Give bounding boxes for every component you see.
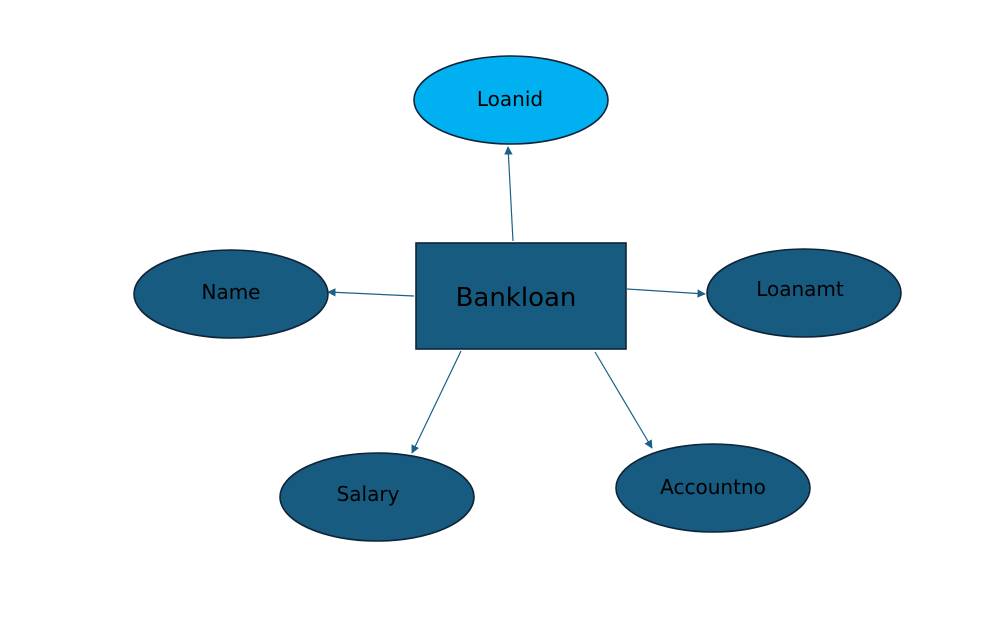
attribute-name[interactable]: Name <box>133 249 329 339</box>
attribute-ellipse <box>615 443 811 533</box>
attribute-loanamt[interactable]: Loanamt <box>706 248 902 338</box>
attribute-label-salary: Salary <box>337 482 400 506</box>
attribute-label-loanid: Loanid <box>477 87 543 111</box>
edge-bankloan-loanamt <box>626 288 706 298</box>
attribute-accountno[interactable]: Accountno <box>615 443 811 533</box>
attribute-loanid[interactable]: Loanid <box>413 55 609 145</box>
attribute-ellipse <box>413 55 609 145</box>
entity-box <box>415 242 627 350</box>
attribute-ellipse <box>133 249 329 339</box>
edge-bankloan-name <box>327 288 415 297</box>
edge-bankloan-salary <box>411 350 462 454</box>
attribute-label-accountno: Accountno <box>660 475 766 499</box>
edges <box>327 146 706 454</box>
entity-label: Bankloan <box>456 283 577 313</box>
attribute-ellipse <box>279 452 475 542</box>
attribute-ellipse <box>706 248 902 338</box>
entity-bankloan[interactable]: Bankloan <box>415 242 627 350</box>
attribute-salary[interactable]: Salary <box>279 452 475 542</box>
edge-bankloan-loanid <box>504 146 514 242</box>
edge-bankloan-accountno <box>594 351 653 449</box>
attribute-label-loanamt: Loanamt <box>756 277 844 301</box>
attribute-label-name: Name <box>201 280 260 304</box>
